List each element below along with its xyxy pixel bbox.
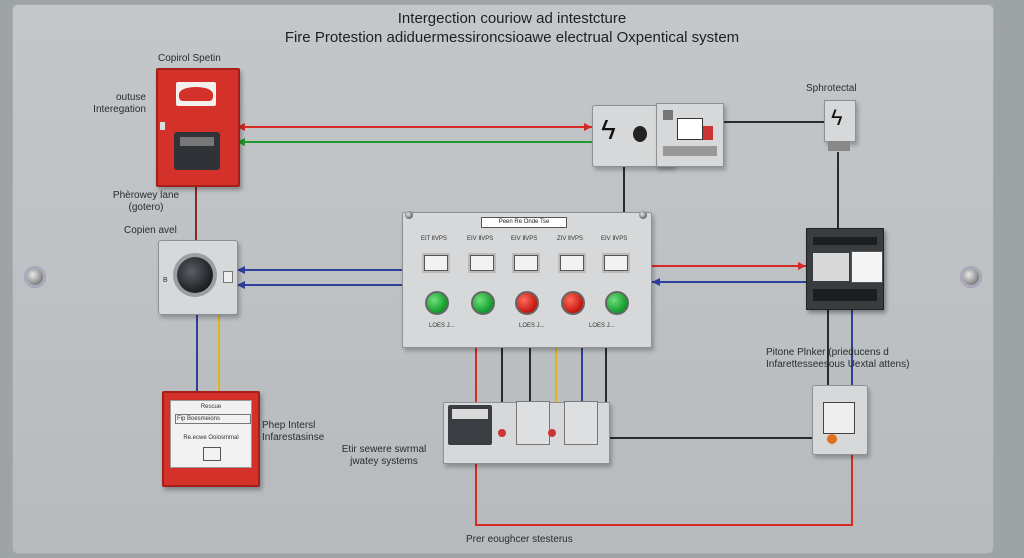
- dial-knob-icon[interactable]: [177, 257, 213, 293]
- sphrotectal-label: Sphrotectal: [806, 83, 857, 94]
- red-stop-button[interactable]: [561, 291, 585, 315]
- module-label: EIT ⅡVPS: [421, 236, 447, 242]
- phone-icon: [203, 447, 221, 461]
- arrow-head: [584, 123, 592, 131]
- terminal-screw: [663, 110, 673, 120]
- terminal-rail: [663, 146, 717, 156]
- panel-logo-plate: [176, 82, 216, 106]
- bottom-caption: Prer eoughcer stesterus: [466, 534, 573, 545]
- fire-logo-icon: [179, 87, 213, 101]
- arrow-head: [237, 123, 245, 131]
- title-line-1: Intergection couriow ad intestcture: [397, 10, 627, 27]
- label-line: outuse: [115, 92, 146, 103]
- phereway-label: Phèrowey lane (gotero): [110, 190, 182, 214]
- emergency-panel: Rescue Fip Boesmeions Re.ecwe Ooiosmmal: [162, 391, 260, 487]
- arrow-head: [237, 266, 245, 274]
- pitone-planker-label: Pitone Plnker (prieducens d Infarettesse…: [766, 347, 909, 371]
- module-label: LOES J...: [519, 323, 545, 329]
- label-line: Phèrowey lane: [112, 190, 180, 201]
- label-line: Phep Intersl: [262, 420, 316, 431]
- arrow-head: [798, 262, 806, 270]
- arrow-head: [237, 138, 245, 146]
- green-start-button[interactable]: [425, 291, 449, 315]
- label-line: Pitone Plnker (prieducens d: [766, 347, 889, 358]
- arrow-head: [237, 281, 245, 289]
- module-label: LOES J...: [589, 323, 615, 329]
- control-system-label: Copirol Spetin: [158, 53, 221, 64]
- mounting-bolt-icon: [960, 266, 982, 288]
- dial-mark: B: [163, 277, 168, 284]
- title-line-2: Fire Protestion adiduermessironcsioawe e…: [284, 29, 740, 46]
- arrow-head: [652, 278, 660, 286]
- label-line: Infarettesseesous Uextal attens): [766, 359, 910, 370]
- selector-switch-box: B: [158, 240, 238, 315]
- card-line: Re.ecwe Ooiosmmal: [183, 435, 239, 441]
- main-panel-title: Peen Re Onde Tse: [481, 217, 567, 228]
- mounting-bolt-icon: [405, 211, 413, 219]
- mounting-bolt-icon: [24, 266, 46, 288]
- label-line: (gotero): [128, 202, 164, 213]
- card-line: Rescue: [200, 404, 222, 410]
- status-led: [827, 434, 837, 444]
- label-line: Infarestasinse: [262, 432, 325, 443]
- green-start-button[interactable]: [605, 291, 629, 315]
- module-label: ZIV ⅡVPS: [557, 236, 583, 242]
- display-screen: [180, 137, 214, 146]
- circuit-breaker: [806, 228, 884, 310]
- main-control-panel: Peen Re Onde Tse EIT ⅡVPS EIV ⅡVPS EIV Ⅱ…: [402, 211, 652, 348]
- copin-avel-label: Copien avel: [124, 225, 177, 236]
- indicator-light-icon: [560, 255, 584, 271]
- meter-module: [448, 405, 492, 445]
- module-label: EIV ⅡVPS: [467, 236, 494, 242]
- meter-screen: [452, 409, 488, 419]
- sphrotectal-base: [828, 141, 850, 151]
- module-label: EIV ⅡVPS: [511, 236, 538, 242]
- label-line: jwatey systems: [350, 456, 418, 467]
- indicator-light-icon: [604, 255, 628, 271]
- red-wire: [475, 454, 853, 526]
- indicator-light-icon: [470, 255, 494, 271]
- module-label: LOES J...: [429, 323, 455, 329]
- relay-module: [516, 401, 550, 445]
- lightning-bolt-icon: ϟ: [601, 114, 616, 145]
- control-display: [174, 132, 220, 170]
- breaker-top-rail: [813, 237, 877, 245]
- breaker-switches[interactable]: [813, 253, 849, 281]
- hinge-icon: [160, 122, 165, 130]
- relay-module: [564, 401, 598, 445]
- indicator-light-icon: [548, 429, 556, 437]
- terminal-label: [677, 118, 703, 140]
- terminal-indicator: [703, 126, 713, 140]
- emergency-card: Rescue Fip Boesmeions Re.ecwe Ooiosmmal: [170, 400, 252, 468]
- din-rail-assembly: [443, 401, 610, 464]
- indicator-light-icon: [498, 429, 506, 437]
- lightning-bolt-icon: ϟ: [831, 105, 843, 130]
- sphrotectal-device: ϟ: [824, 100, 856, 142]
- lock-icon: [633, 126, 647, 142]
- outside-integration-label: outuse Interegation: [88, 92, 146, 116]
- phep-intersl-label: Phep Intersl Infarestasinse: [262, 420, 324, 444]
- breaker-label-plate: [851, 251, 883, 283]
- breaker-bottom-rail: [813, 289, 877, 301]
- label-line: Etir sewere swrmal: [341, 444, 427, 455]
- label-line: Interegation: [93, 104, 146, 115]
- control-panel: [156, 68, 240, 187]
- mounting-bolt-icon: [639, 211, 647, 219]
- device-display: [823, 402, 855, 434]
- terminal-block: [656, 103, 724, 167]
- card-line: Fip Boesmeions: [175, 414, 251, 424]
- indicator-light-icon: [424, 255, 448, 271]
- red-stop-button[interactable]: [515, 291, 539, 315]
- phase-monitor-device: [812, 385, 868, 455]
- module-label: EIV ⅡVPS: [601, 236, 628, 242]
- etir-sewere-label: Etir sewere swrmal jwatey systems: [340, 444, 428, 468]
- indicator-light-icon: [223, 271, 233, 283]
- green-start-button[interactable]: [471, 291, 495, 315]
- indicator-light-icon: [514, 255, 538, 271]
